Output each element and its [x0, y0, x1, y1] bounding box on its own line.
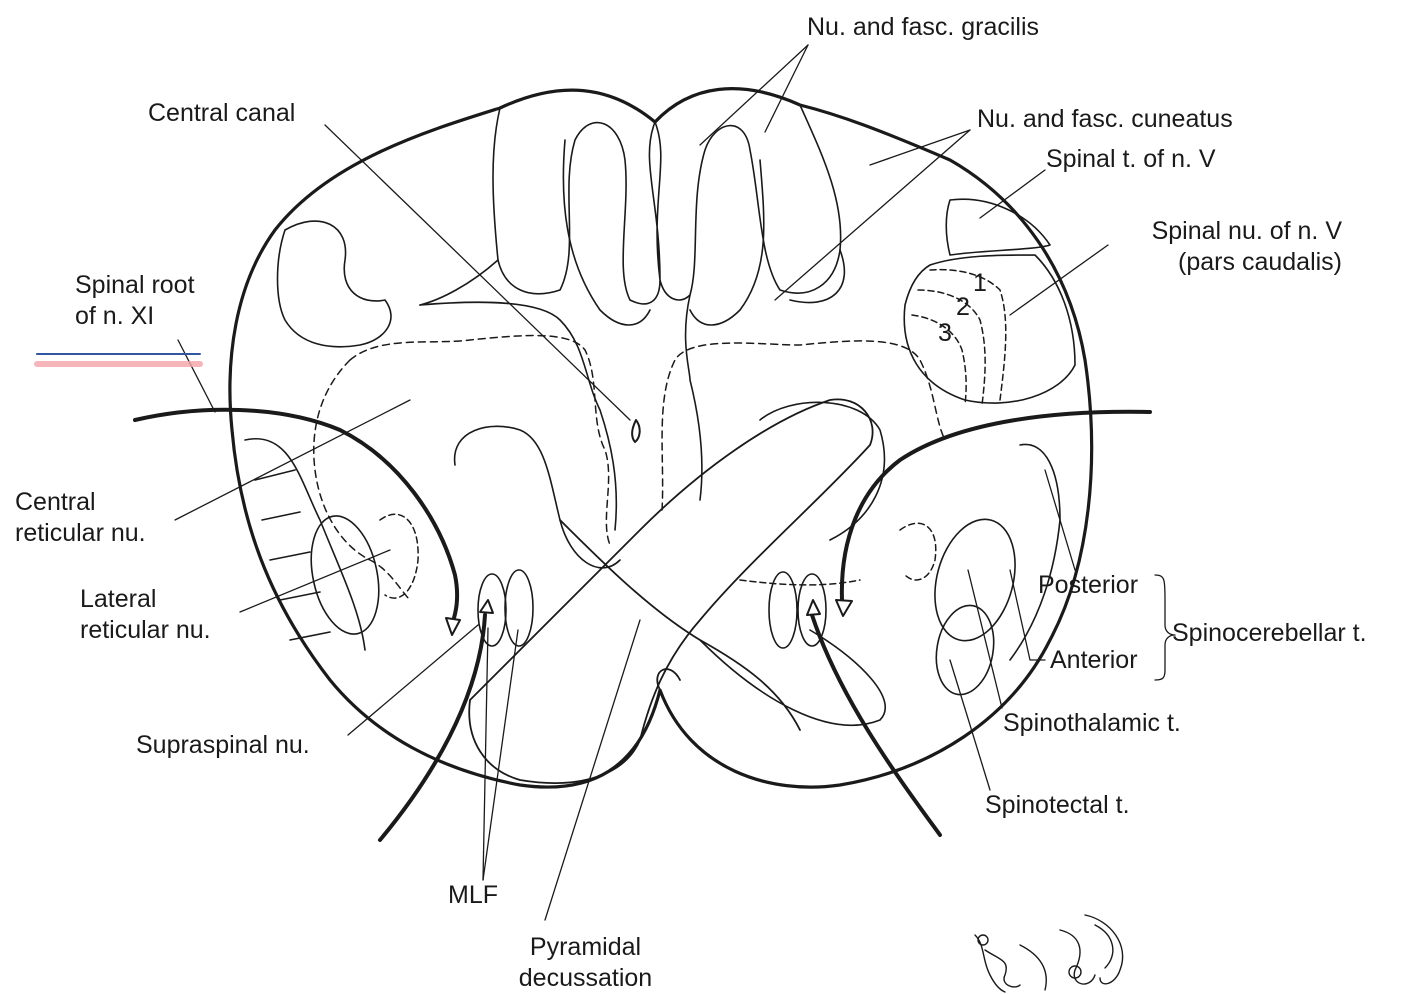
label-spinal-nucleus-v-line1: Spinal nu. of n. V	[1152, 216, 1342, 247]
leader-mlf-1	[483, 628, 488, 880]
mlf-arrow-left	[480, 600, 493, 613]
central-canal	[632, 420, 640, 442]
label-spinal-tract-v: Spinal t. of n. V	[1046, 144, 1216, 175]
root-arrow-left	[446, 618, 460, 635]
mlf-left-oval-b	[505, 570, 533, 646]
label-central-reticular-line1: Central	[15, 487, 146, 518]
gray-matter-boundary	[314, 336, 945, 600]
leader-central-canal	[325, 125, 630, 420]
lamina-number-3: 3	[938, 318, 952, 349]
label-posterior: Posterior	[1038, 570, 1138, 601]
ventral-root-left	[380, 615, 485, 840]
label-lateral-reticular-line1: Lateral	[80, 584, 211, 615]
leader-mlf-2	[483, 630, 518, 880]
decussation-band	[469, 399, 872, 783]
left-lateral-tracts	[245, 439, 365, 650]
label-pyramidal-line1: Pyramidal	[503, 932, 668, 963]
spinotectal-oval	[930, 601, 1001, 699]
label-anterior: Anterior	[1050, 645, 1138, 676]
label-lateral-reticular-line2: reticular nu.	[80, 615, 211, 646]
label-spinal-root-line2: of n. XI	[75, 301, 195, 332]
label-central-reticular: Central reticular nu.	[15, 487, 146, 549]
root-arrow-right	[836, 600, 852, 616]
label-spinotectal: Spinotectal t.	[985, 790, 1130, 821]
label-lateral-reticular: Lateral reticular nu.	[80, 584, 211, 646]
label-spinal-root-line1: Spinal root	[75, 270, 195, 301]
spinal-nucleus-v-outline	[904, 255, 1075, 403]
leader-spinal-root	[178, 340, 215, 412]
left-pyramid	[455, 426, 620, 568]
section-outline	[230, 89, 1092, 787]
leader-cuneatus-1	[870, 130, 970, 165]
leader-posterior	[1045, 470, 1075, 570]
mlf-arrow-right	[807, 600, 820, 615]
lamina-number-2: 2	[956, 292, 970, 323]
label-spinal-nucleus-v-line2: (pars caudalis)	[1152, 247, 1342, 278]
label-mlf: MLF	[448, 880, 498, 911]
dorsal-columns	[493, 105, 841, 304]
label-spinal-root-xi: Spinal root of n. XI	[75, 270, 195, 332]
leader-central-reticular	[175, 400, 410, 520]
leader-gracilis-1	[700, 45, 808, 145]
lateral-reticular-left	[301, 510, 389, 641]
label-spinal-nucleus-v: Spinal nu. of n. V (pars caudalis)	[1152, 216, 1342, 278]
label-central-canal: Central canal	[148, 98, 295, 129]
label-pyramidal-decussation: Pyramidal decussation	[503, 932, 668, 994]
label-spinocerebellar: Spinocerebellar t.	[1172, 618, 1367, 649]
label-central-reticular-line2: reticular nu.	[15, 518, 146, 549]
leader-gracilis-2	[765, 45, 808, 132]
label-pyramidal-line2: decussation	[503, 963, 668, 994]
spinal-tract-v	[946, 199, 1050, 255]
cuneatus-boundary	[420, 250, 844, 305]
leader-pyramidal	[545, 620, 640, 920]
thumbnail-sketch	[975, 915, 1123, 992]
label-gracilis: Nu. and fasc. gracilis	[807, 12, 1039, 43]
right-lateral-tracts	[1010, 444, 1060, 660]
leader-cuneatus-2	[775, 130, 970, 300]
left-lateral-region	[278, 221, 391, 347]
lamina-number-1: 1	[973, 268, 987, 299]
central-gray	[420, 295, 702, 530]
label-spinothalamic: Spinothalamic t.	[1003, 708, 1181, 739]
right-reticular-dashed	[740, 523, 936, 585]
label-supraspinal: Supraspinal nu.	[136, 730, 310, 761]
ventral-root-right	[812, 615, 940, 835]
gracilis-lobes	[563, 140, 763, 325]
label-cuneatus: Nu. and fasc. cuneatus	[977, 104, 1233, 135]
